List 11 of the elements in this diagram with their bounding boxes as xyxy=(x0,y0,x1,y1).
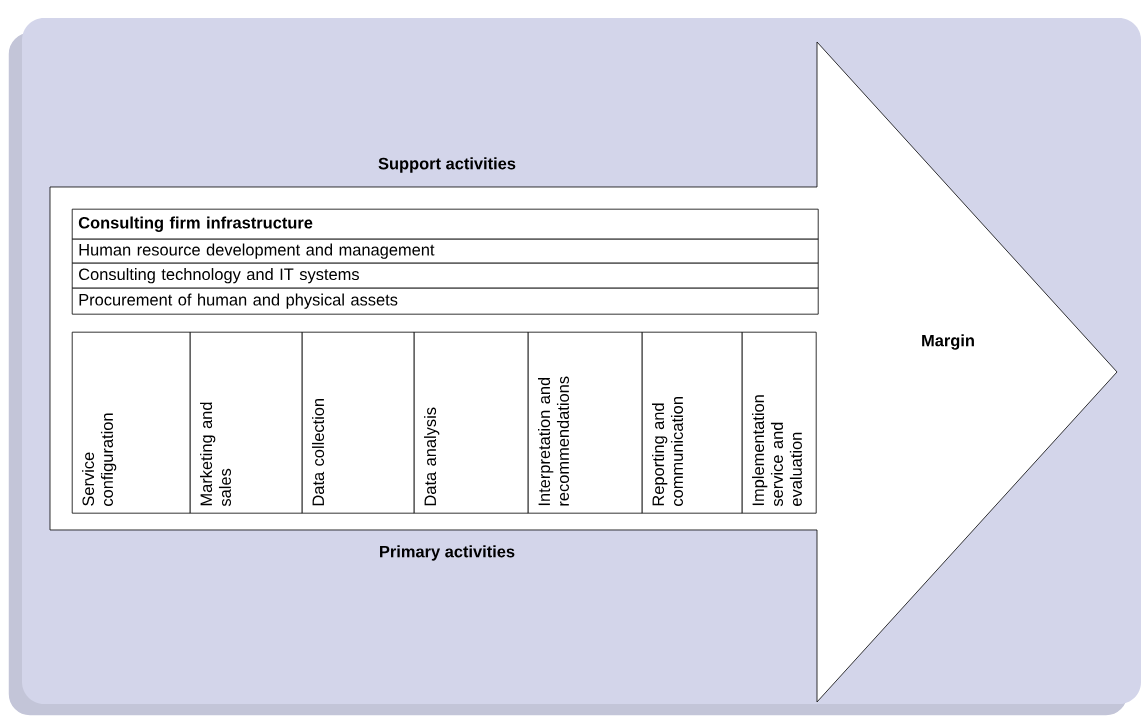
primary-activity-cell: Data analysis xyxy=(413,331,529,514)
primary-activity-cell: Data collection xyxy=(301,331,415,514)
primary-activity-cell: Reporting and communication xyxy=(641,331,743,514)
support-activity-row: Consulting technology and IT systems xyxy=(71,262,819,289)
primary-activity-cell: Interpretation and recommendations xyxy=(527,331,643,514)
support-activity-row: Consulting firm infrastructure xyxy=(71,208,819,240)
primary-activity-cell: Implementation service and evaluation xyxy=(741,331,817,514)
support-activity-row: Human resource development and management xyxy=(71,238,819,264)
primary-activity-cell: Service configuration xyxy=(71,331,191,514)
support-activity-row: Procurement of human and physical assets xyxy=(71,287,819,315)
primary-activity-cell: Marketing and sales xyxy=(189,331,303,514)
